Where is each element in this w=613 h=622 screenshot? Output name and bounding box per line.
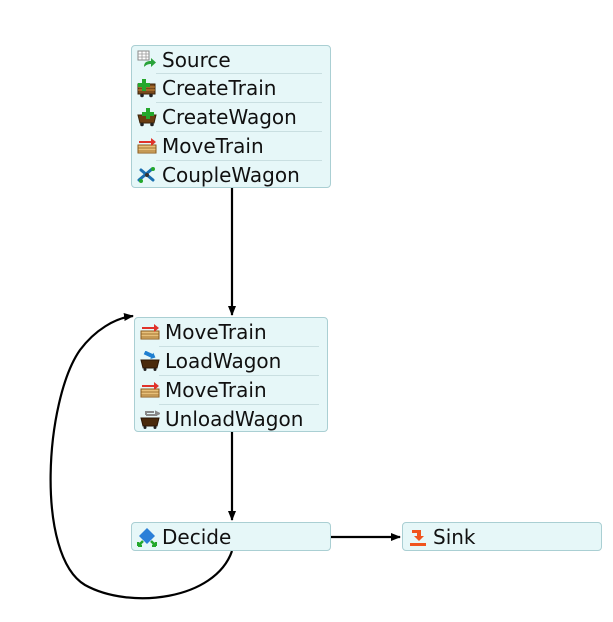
activity-row-create-train[interactable]: CreateTrain [132,73,330,102]
activity-block-4[interactable]: Sink [402,522,602,551]
move-train-icon [136,135,158,157]
activity-label: MoveTrain [165,377,267,402]
activity-label: Sink [433,524,476,549]
activity-row-decide[interactable]: Decide [132,523,330,550]
activity-row-sink[interactable]: Sink [403,523,601,550]
load-wagon-icon [139,350,161,372]
activity-row-create-wagon[interactable]: CreateWagon [132,102,330,131]
sink-icon [407,526,429,548]
activity-label: MoveTrain [162,133,264,158]
activity-label: MoveTrain [165,320,267,344]
unload-wagon-icon [139,408,161,430]
move-train-icon [139,321,161,343]
create-train-icon [136,77,158,99]
activity-block-2[interactable]: MoveTrain LoadWagon MoveTrain UnloadWago… [134,317,328,432]
activity-label: LoadWagon [165,348,282,373]
create-wagon-icon [136,106,158,128]
activity-row-move-train[interactable]: MoveTrain [135,318,327,346]
activity-label: CreateTrain [162,75,277,100]
activity-row-move-train[interactable]: MoveTrain [132,131,330,160]
activity-label: Decide [162,524,232,549]
activity-label: UnloadWagon [165,406,304,431]
activity-block-1[interactable]: Source CreateTrain CreateWagon MoveTrain… [131,45,331,188]
activity-label: CreateWagon [162,104,297,129]
move-train-icon [139,379,161,401]
activity-label: CoupleWagon [162,162,300,187]
activity-label: Source [162,47,231,72]
couple-wagon-icon [136,164,158,186]
activity-row-source[interactable]: Source [132,46,330,73]
decide-icon [136,526,158,548]
activity-row-couple-wagon[interactable]: CoupleWagon [132,160,330,189]
activity-row-load-wagon[interactable]: LoadWagon [135,346,327,375]
activity-row-unload-wagon[interactable]: UnloadWagon [135,404,327,433]
activity-row-move-train[interactable]: MoveTrain [135,375,327,404]
source-icon [136,49,158,71]
activity-block-3[interactable]: Decide [131,522,331,551]
